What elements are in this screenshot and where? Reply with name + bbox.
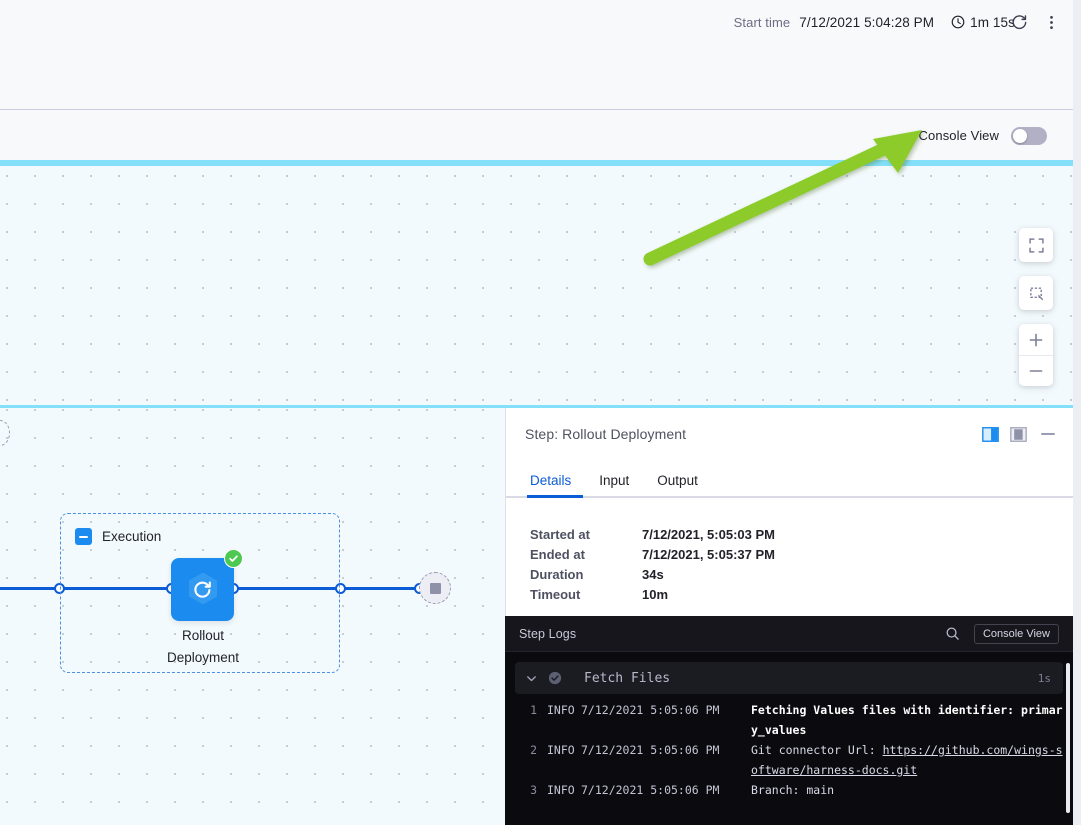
detail-row-timeout: Timeout 10m — [530, 585, 1049, 605]
tab-input[interactable]: Input — [585, 462, 643, 498]
execution-group-header: Execution — [75, 528, 161, 545]
log-section-fetch-files[interactable]: Fetch Files 1s — [515, 662, 1063, 694]
console-view-label: Console View — [919, 128, 999, 143]
log-line-number: 3 — [515, 780, 537, 800]
log-line: 2 INFO 7/12/2021 5:05:06 PM Git connecto… — [515, 740, 1063, 780]
minimize-panel-button[interactable] — [1041, 433, 1055, 435]
log-line-timestamp: 7/12/2021 5:05:06 PM — [581, 700, 751, 740]
fit-to-screen-button[interactable] — [1019, 228, 1053, 262]
zoom-in-button[interactable] — [1019, 324, 1053, 355]
toggle-knob — [1013, 129, 1027, 143]
end-node[interactable] — [419, 572, 451, 604]
collapse-group-button[interactable] — [75, 528, 92, 545]
log-line-message: Branch: main — [751, 780, 834, 800]
log-lines: 1 INFO 7/12/2021 5:05:06 PM Fetching Val… — [515, 694, 1063, 800]
clock-icon — [951, 15, 965, 29]
search-icon[interactable] — [945, 626, 960, 641]
check-circle-icon — [548, 671, 562, 685]
canvas-zoom-controls — [1019, 228, 1053, 386]
log-line-level: INFO — [537, 700, 581, 740]
step-node-label-line1: Rollout — [128, 625, 278, 647]
step-details-header: Step: Rollout Deployment — [506, 408, 1073, 460]
tab-details[interactable]: Details — [525, 462, 585, 498]
step-details-title: Step: Rollout Deployment — [525, 426, 686, 442]
panel-right-icon[interactable] — [982, 427, 999, 442]
step-details-tabs: Details Input Output — [506, 460, 1073, 498]
step-node-label: Rollout Deployment — [128, 625, 278, 669]
minus-icon — [1027, 362, 1045, 380]
log-line-timestamp: 7/12/2021 5:05:06 PM — [581, 780, 751, 800]
console-view-control: Console View — [919, 111, 1047, 160]
step-details-body: Started at 7/12/2021, 5:05:03 PM Ended a… — [506, 498, 1073, 605]
stop-square-icon — [430, 583, 441, 594]
detail-key: Started at — [530, 525, 642, 545]
log-line-timestamp: 7/12/2021 5:05:06 PM — [581, 740, 751, 780]
detail-value: 7/12/2021, 5:05:37 PM — [642, 545, 775, 565]
refresh-button[interactable] — [1005, 8, 1033, 36]
start-time-label: Start time — [734, 15, 791, 30]
right-rail — [1073, 0, 1081, 825]
status-badge — [224, 549, 243, 568]
detail-row-ended-at: Ended at 7/12/2021, 5:05:37 PM — [530, 545, 1049, 565]
execution-group-label: Execution — [102, 529, 161, 544]
log-line-message-text: Git connector Url: — [751, 743, 883, 757]
panel-bottom-icon[interactable] — [1010, 427, 1027, 442]
step-logs-title: Step Logs — [519, 627, 576, 641]
log-section-name: Fetch Files — [584, 671, 670, 686]
selection-box-icon — [1028, 285, 1045, 302]
step-node-label-line2: Deployment — [128, 647, 278, 669]
log-line: 3 INFO 7/12/2021 5:05:06 PM Branch: main — [515, 780, 1063, 800]
step-node-rollout-deployment[interactable] — [171, 558, 234, 621]
detail-key: Timeout — [530, 585, 642, 605]
zoom-in-out-group — [1019, 324, 1053, 386]
step-logs-body[interactable]: Fetch Files 1s 1 INFO 7/12/2021 5:05:06 … — [505, 652, 1073, 825]
top-bar-actions — [1005, 8, 1065, 36]
log-line-level: INFO — [537, 780, 581, 800]
detail-value: 34s — [642, 565, 664, 585]
detail-value: 7/12/2021, 5:05:03 PM — [642, 525, 775, 545]
step-logs-header: Step Logs Console View — [505, 616, 1073, 652]
start-time-value: 7/12/2021 5:04:28 PM — [799, 15, 934, 30]
expand-corners-icon — [1028, 237, 1045, 254]
more-vertical-icon — [1043, 14, 1060, 31]
logs-console-view-button[interactable]: Console View — [974, 624, 1059, 644]
zoom-to-selection-button[interactable] — [1019, 276, 1053, 310]
log-line-message: Git connector Url: https://github.com/wi… — [751, 740, 1063, 780]
log-line-number: 1 — [515, 700, 537, 740]
log-line: 1 INFO 7/12/2021 5:05:06 PM Fetching Val… — [515, 700, 1063, 740]
plus-icon — [1027, 331, 1045, 349]
log-line-level: INFO — [537, 740, 581, 780]
detail-row-started-at: Started at 7/12/2021, 5:05:03 PM — [530, 525, 1049, 545]
step-logs-header-actions: Console View — [945, 624, 1059, 644]
logs-scrollbar[interactable] — [1066, 663, 1070, 813]
log-line-number: 2 — [515, 740, 537, 780]
refresh-icon — [1011, 14, 1028, 31]
execution-meta: Start time 7/12/2021 5:04:28 PM 1m 15s — [734, 10, 1015, 34]
log-section-duration: 1s — [1038, 672, 1051, 685]
rollout-deployment-icon — [181, 568, 225, 612]
more-options-button[interactable] — [1037, 8, 1065, 36]
step-details-header-actions — [982, 427, 1055, 442]
pipeline-graph: Execution Rollout Deployment — [0, 0, 505, 420]
check-icon — [228, 553, 239, 564]
tab-output[interactable]: Output — [643, 462, 712, 498]
log-line-message: Fetching Values files with identifier: p… — [751, 700, 1063, 740]
detail-key: Duration — [530, 565, 642, 585]
console-view-toggle[interactable] — [1011, 127, 1047, 145]
detail-key: Ended at — [530, 545, 642, 565]
step-logs-panel: Step Logs Console View Fetch Files — [505, 616, 1073, 825]
chevron-down-icon[interactable] — [525, 672, 538, 685]
zoom-out-button[interactable] — [1019, 355, 1053, 386]
detail-row-duration: Duration 34s — [530, 565, 1049, 585]
detail-value: 10m — [642, 585, 668, 605]
